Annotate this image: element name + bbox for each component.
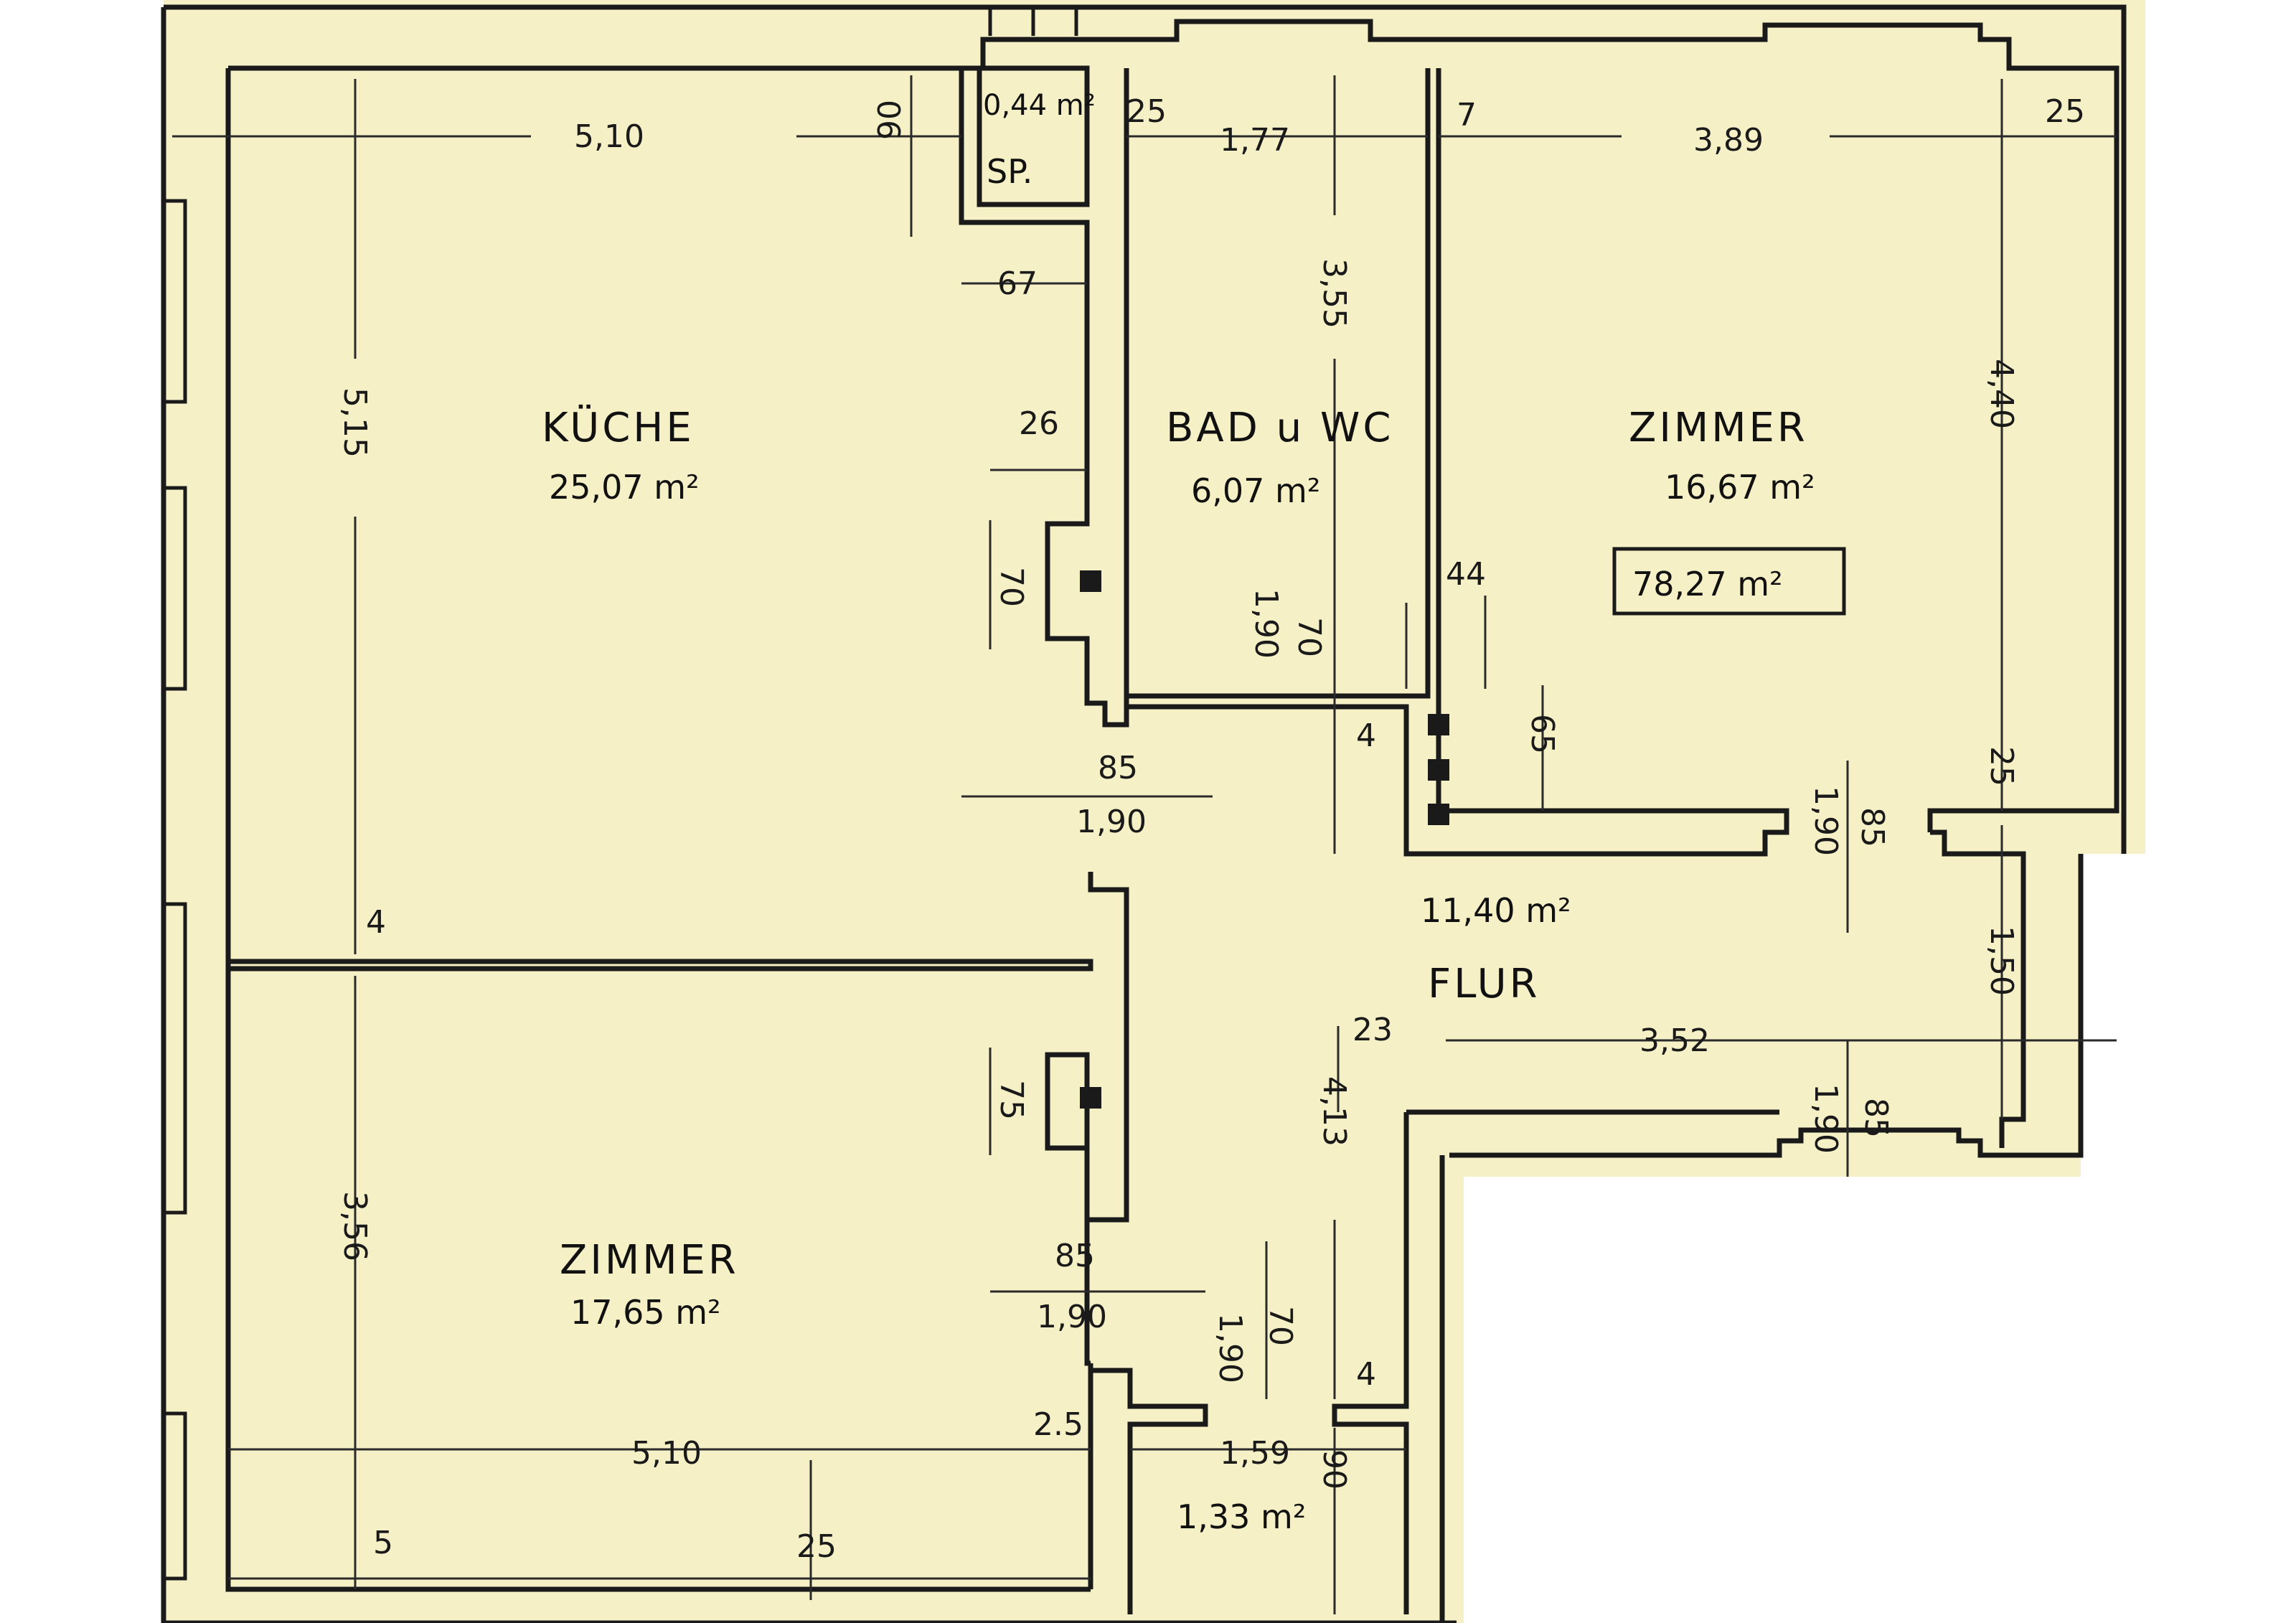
dim-z1-door-85: 85 xyxy=(1854,807,1891,847)
dim-wc-90: 90 xyxy=(1316,1449,1352,1490)
dim-75: 75 xyxy=(993,1080,1030,1120)
dim-65: 65 xyxy=(1524,714,1561,754)
kueche-name: KÜCHE xyxy=(542,405,695,451)
dim-door-z2-85: 85 xyxy=(1055,1238,1095,1274)
dim-z1-width: 3,89 xyxy=(1693,122,1764,159)
dim-z2-25: 2.5 xyxy=(1033,1406,1083,1443)
dim-z2-depth: 3,56 xyxy=(337,1191,373,1261)
inner-walls xyxy=(225,65,2026,1614)
bad-area: 6,07 m² xyxy=(1191,471,1320,510)
speise-label: SP. xyxy=(987,152,1032,191)
dim-z1-depth: 4,40 xyxy=(1983,359,2020,429)
paper-background xyxy=(164,0,2145,1623)
flur-area: 11,40 m² xyxy=(1421,891,1571,930)
dim-190-wc: 1,90 xyxy=(1212,1313,1248,1383)
total-area: 78,27 m² xyxy=(1632,565,1783,603)
dim-70-bad: 70 xyxy=(1291,617,1327,657)
zimmer2-area: 17,65 m² xyxy=(570,1293,721,1332)
dim-ent-85: 85 xyxy=(1858,1098,1894,1138)
dim-bad-width: 1,77 xyxy=(1220,122,1290,159)
dim-door-k-85: 85 xyxy=(1098,750,1138,786)
dim-70-wc: 70 xyxy=(1262,1306,1299,1346)
dim-z1-right: 25 xyxy=(2045,93,2085,130)
dim-ent-190: 1,90 xyxy=(1807,1083,1844,1154)
zimmer1-name: ZIMMER xyxy=(1629,405,1808,451)
dim-kueche-depth: 5,15 xyxy=(337,387,373,458)
dim-door-z2-190: 1,90 xyxy=(1037,1299,1107,1335)
dim-5-bottom: 5 xyxy=(373,1525,393,1561)
room-labels: KÜCHE 25,07 m² BAD u WC 6,07 m² ZIMMER 1… xyxy=(542,89,1846,1536)
dim-wc-width: 1,59 xyxy=(1220,1435,1290,1472)
dim-26: 26 xyxy=(1019,405,1059,442)
wc2-area: 1,33 m² xyxy=(1177,1497,1306,1536)
dim-25-right: 25 xyxy=(1983,746,2020,786)
dim-z1-door-190: 1,90 xyxy=(1807,786,1844,856)
kueche-area: 25,07 m² xyxy=(549,468,700,507)
total-area-box xyxy=(1612,547,1846,616)
dim-z2-width: 5,10 xyxy=(631,1435,702,1472)
outer-walls xyxy=(161,4,2127,1623)
dim-4-mid: 4 xyxy=(1356,718,1376,754)
dim-150: 1,50 xyxy=(1983,926,2020,996)
dim-door-k-190: 1,90 xyxy=(1076,804,1147,840)
dim-4-wc: 4 xyxy=(1356,1356,1376,1393)
dim-90-sp: 90 xyxy=(872,100,908,140)
dim-flur-width: 3,52 xyxy=(1639,1022,1710,1059)
zimmer2-name: ZIMMER xyxy=(560,1237,739,1284)
dim-flur-413: 4,13 xyxy=(1316,1076,1352,1147)
dim-bad-depth: 3,55 xyxy=(1316,258,1352,329)
flur-name: FLUR xyxy=(1428,961,1540,1007)
dim-bad-left: 25 xyxy=(1126,93,1167,130)
speise-area: 0,44 m² xyxy=(983,89,1096,122)
dim-7-top: 7 xyxy=(1457,97,1477,133)
zimmer1-area: 16,67 m² xyxy=(1665,468,1815,507)
dim-70-k: 70 xyxy=(993,567,1030,607)
dim-kueche-width: 5,10 xyxy=(574,118,644,155)
bad-name: BAD u WC xyxy=(1166,405,1393,451)
dim-4-left: 4 xyxy=(366,904,386,941)
dimension-lines xyxy=(172,75,2117,1614)
dim-67: 67 xyxy=(997,265,1038,302)
dim-44: 44 xyxy=(1446,556,1486,593)
dim-190-bad: 1,90 xyxy=(1248,588,1284,659)
dimension-labels: 5,10 5,15 90 67 26 70 25 1,77 3,55 1,90 … xyxy=(337,93,2085,1565)
dim-25-bottom: 25 xyxy=(796,1528,837,1565)
dim-flur-23: 23 xyxy=(1352,1012,1393,1048)
